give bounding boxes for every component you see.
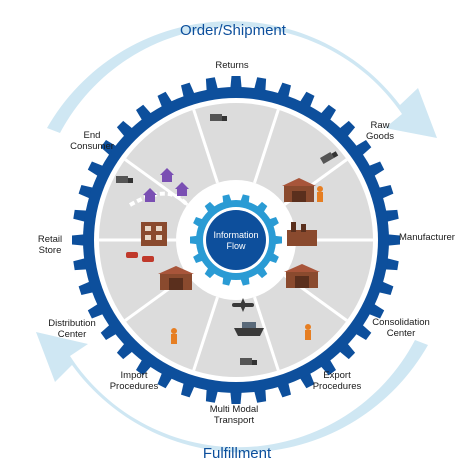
house-icon bbox=[143, 188, 157, 202]
label-multimodal-line2: Transport bbox=[214, 415, 255, 426]
ring-divider bbox=[253, 296, 280, 371]
airplane-icon bbox=[232, 298, 254, 312]
cargo-ship-icon bbox=[234, 322, 264, 336]
hub-gear-tooth bbox=[204, 201, 218, 215]
label-consolidation-line1: Consolidation bbox=[372, 317, 430, 328]
transport-truck-icon bbox=[240, 358, 257, 365]
hub-gear-tooth bbox=[204, 265, 218, 279]
fulfillment-arc bbox=[36, 332, 428, 453]
worker-icon bbox=[171, 328, 177, 344]
label-manufacturer: Manufacturer bbox=[399, 232, 455, 243]
order-shipment-title: Order/Shipment bbox=[180, 22, 287, 39]
label-import-line1: Import bbox=[121, 370, 148, 381]
house-icon bbox=[175, 182, 189, 196]
hub-gear-tooth bbox=[254, 265, 268, 279]
fulfillment-title: Fulfillment bbox=[203, 445, 272, 462]
label-retail-line2: Store bbox=[39, 245, 62, 256]
factory-icon bbox=[287, 222, 317, 246]
retail-store-icon bbox=[141, 222, 167, 246]
worker-icon bbox=[317, 186, 323, 202]
label-returns: Returns bbox=[215, 60, 249, 71]
label-end-consumer-line1: End bbox=[84, 130, 101, 141]
label-distribution-line2: Center bbox=[58, 329, 87, 340]
ring-divider bbox=[253, 109, 280, 184]
label-raw-goods-line1: Raw bbox=[370, 120, 389, 131]
distribution-warehouse-icon bbox=[158, 266, 194, 290]
label-retail-line1: Retail bbox=[38, 234, 62, 245]
consolidation-warehouse-icon bbox=[284, 264, 320, 288]
warehouse-icon bbox=[282, 178, 316, 202]
worker-icon bbox=[305, 324, 311, 340]
information-flow-hub bbox=[206, 210, 266, 270]
label-end-consumer-line2: Consumer bbox=[70, 141, 114, 152]
label-multimodal-line1: Multi Modal bbox=[210, 404, 259, 415]
label-import-line2: Procedures bbox=[110, 381, 159, 392]
hub-gear-tooth bbox=[254, 201, 268, 215]
label-raw-goods-line2: Goods bbox=[366, 131, 394, 142]
order-shipment-arc bbox=[47, 21, 437, 138]
hub-label-line1: Information bbox=[213, 230, 258, 240]
label-export-line1: Export bbox=[323, 370, 351, 381]
label-consolidation-line2: Center bbox=[387, 328, 416, 339]
raw-goods-truck-icon bbox=[320, 151, 339, 165]
ring-divider bbox=[192, 296, 219, 371]
consumer-truck-icon bbox=[116, 176, 133, 183]
returns-truck-icon bbox=[210, 114, 227, 121]
car-icon bbox=[142, 256, 154, 262]
label-distribution-line1: Distribution bbox=[48, 318, 96, 329]
house-icon bbox=[160, 168, 174, 182]
ring-divider bbox=[192, 109, 219, 184]
hub-label-line2: Flow bbox=[226, 241, 246, 251]
car-icon bbox=[126, 252, 138, 258]
label-export-line2: Procedures bbox=[313, 381, 362, 392]
